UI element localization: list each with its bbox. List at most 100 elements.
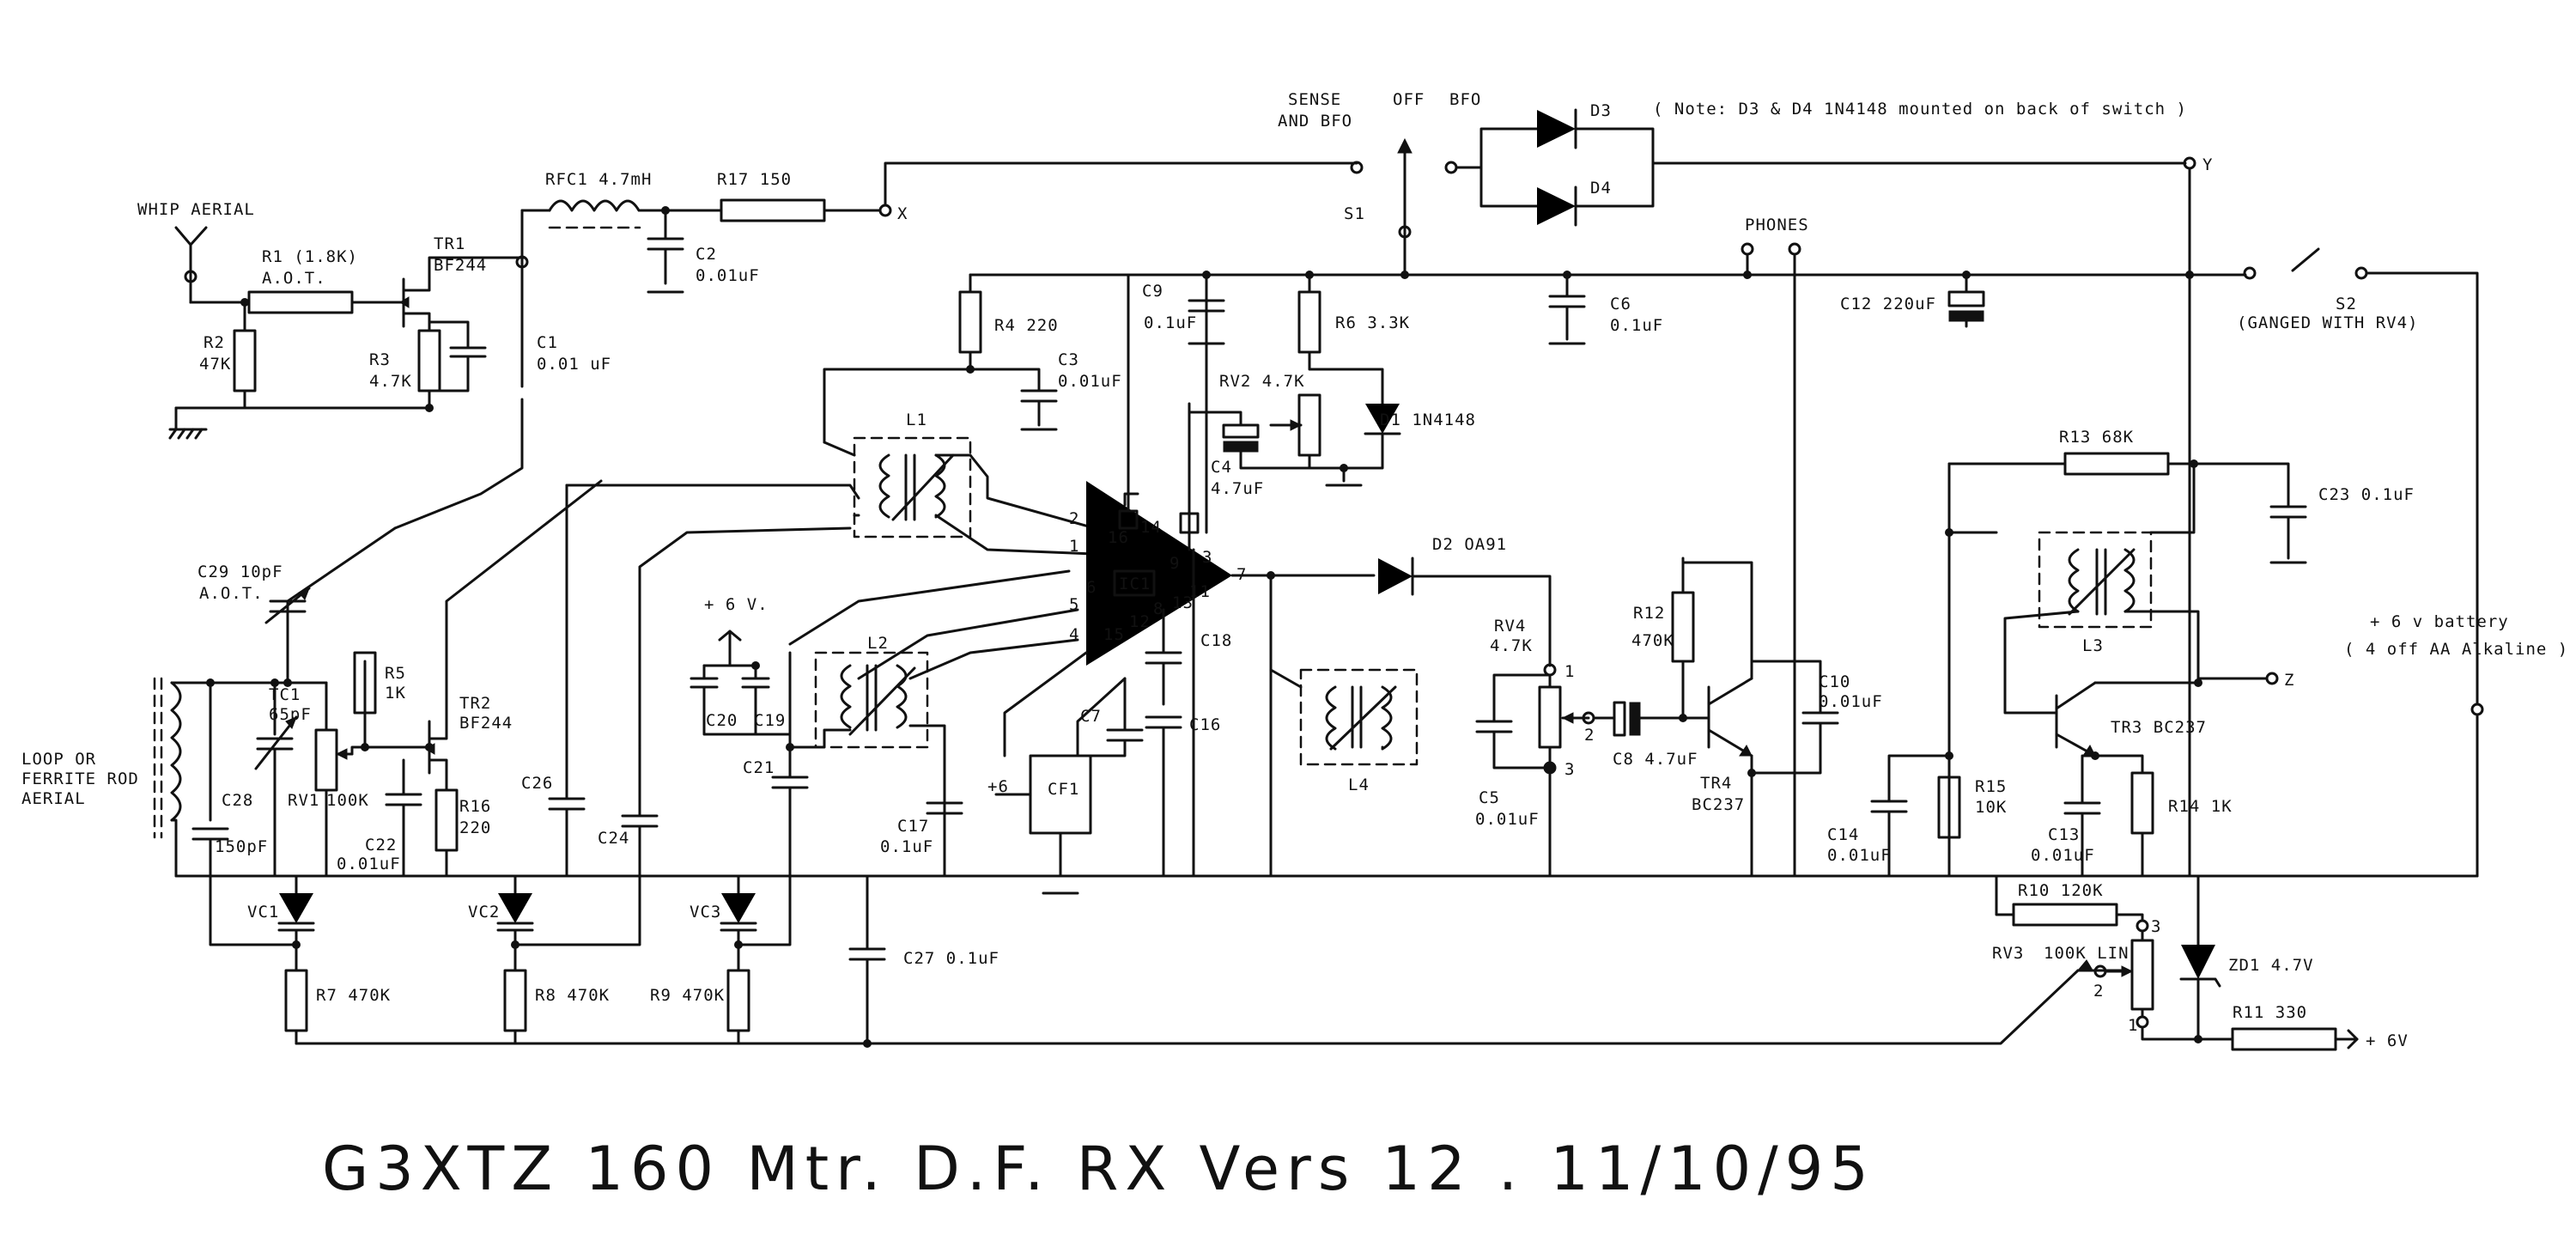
ground-symbol [168,428,208,440]
label-pin12: 12 [1129,612,1151,631]
label-r5-val: 1K [385,684,406,703]
label-r4: R4 220 [994,316,1059,335]
label-rv4-p2: 2 [1584,726,1595,745]
tr2-transistor [425,479,603,792]
label-phones: PHONES [1745,216,1809,234]
label-r12-val: 470K [1631,631,1674,650]
tr3-transistor [2055,681,2097,757]
label-r14: R14 1K [2168,797,2233,816]
label-tr4: TR4 [1700,774,1732,793]
label-r7: R7 470K [316,986,391,1005]
label-pin13: 13 [1172,593,1194,612]
label-pin3: 3 [1202,548,1212,567]
label-tr2: TR2 [459,694,491,713]
label-r1-note: A.O.T. [262,269,326,288]
label-r9: R9 470K [650,986,725,1005]
ic1-label-box [1113,569,1156,597]
label-c22-val: 0.01uF [337,855,401,873]
label-ic1: IC1 [1119,575,1151,593]
label-rv4-p1: 1 [1564,662,1575,681]
r8-resistor [503,969,527,1032]
label-s2: S2 [2336,295,2357,313]
rv3-potentiometer [2130,939,2154,1011]
label-loop-2: FERRITE ROD [21,770,139,788]
label-pin8: 8 [1153,599,1163,618]
label-c6-val: 0.1uF [1610,316,1663,335]
label-c9: C9 [1142,282,1163,301]
r2-resistor [233,329,257,392]
label-r13: R13 68K [2059,428,2134,447]
label-c7: C7 [1080,707,1102,726]
rv4-potentiometer [1538,685,1562,749]
label-loop-3: AERIAL [21,789,86,808]
label-node-z: Z [2284,671,2294,690]
label-tr2-val: BF244 [459,714,513,733]
label-s1: S1 [1344,204,1365,223]
label-c3-val: 0.01uF [1058,372,1122,391]
label-r3-val: 4.7K [369,372,412,391]
r4-resistor [958,290,982,354]
loop-aerial-symbol [153,677,182,839]
label-r12: R12 [1633,604,1665,623]
label-r16-val: 220 [459,818,491,837]
label-c14: C14 [1827,825,1859,844]
label-node-y: Y [2202,155,2213,174]
label-c18: C18 [1200,631,1232,650]
rv2-potentiometer [1297,393,1321,457]
label-pin15: 15 [1103,625,1125,644]
label-zd1: ZD1 4.7V [2228,956,2314,975]
rv1-potentiometer [314,728,338,792]
label-c4: C4 [1211,458,1232,477]
d3-diode [1537,110,1576,148]
label-l4: L4 [1348,776,1370,794]
label-c21: C21 [743,758,775,777]
label-c12: C12 220uF [1840,295,1936,313]
label-r2-val: 47K [199,355,231,374]
label-c23: C23 0.1uF [2318,485,2415,504]
label-node-x: X [897,204,908,223]
label-c29: C29 10pF [197,563,283,581]
label-r10: R10 120K [2018,881,2104,900]
label-pin1: 1 [1069,537,1079,556]
label-c17-val: 0.1uF [880,837,933,856]
label-rv4-p3: 3 [1564,760,1575,779]
label-off: OFF [1393,90,1425,109]
label-c20: C20 [706,711,738,730]
c12-capacitor [1947,290,1985,307]
r13-resistor [2063,452,2170,476]
label-c28: C28 [222,791,253,810]
label-c1-val: 0.01 uF [537,355,611,374]
label-l2: L2 [867,634,889,653]
r10-resistor [2012,903,2118,927]
label-note: ( Note: D3 & D4 1N4148 mounted on back o… [1653,100,2187,119]
r3-resistor [417,329,441,392]
label-rv1-val: 100K [326,791,369,810]
label-pin16: 16 [1108,528,1129,547]
l1-transformer [853,436,972,538]
label-r17: R17 150 [717,170,792,189]
label-c13: C13 [2048,825,2080,844]
label-c5-val: 0.01uF [1475,810,1540,829]
d2-diode [1378,558,1413,594]
label-c8: C8 4.7uF [1613,750,1698,769]
label-vc3: VC3 [690,903,721,922]
page-title: G3XTZ 160 Mtr. D.F. RX Vers 12 . 11/10/9… [322,1134,1875,1204]
label-bfo: BFO [1449,90,1481,109]
label-c16: C16 [1189,715,1221,734]
label-c24: C24 [598,829,629,848]
label-rv2: RV2 4.7K [1219,372,1305,391]
label-sense-1: SENSE [1288,90,1341,109]
r9-resistor [726,969,750,1032]
label-c10-val: 0.01uF [1819,692,1883,711]
label-c26: C26 [521,774,553,793]
label-l1: L1 [906,411,927,429]
label-plus6v: + 6 V. [704,595,769,614]
label-s2-note: (GANGED WITH RV4) [2237,313,2418,332]
label-rv3-p3: 3 [2151,917,2161,936]
label-pin5: 5 [1069,595,1079,614]
label-c28-val: 150pF [215,837,268,856]
d4-diode [1537,187,1576,225]
label-c13-val: 0.01uF [2031,846,2095,865]
label-whip-aerial: WHIP AERIAL [137,200,255,219]
